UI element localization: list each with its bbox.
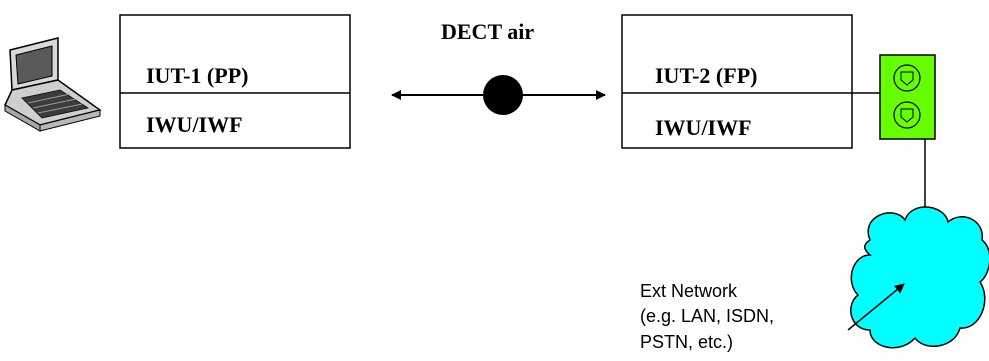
network-label: Ext Network (e.g. LAN, ISDN, PSTN, etc.) bbox=[640, 281, 774, 352]
iut1-box: IUT-1 (PP) IWU/IWF bbox=[119, 14, 351, 149]
network-label-line-2: (e.g. LAN, ISDN, bbox=[640, 306, 774, 326]
air-node-dot bbox=[483, 75, 523, 115]
network-label-line-3: PSTN, etc.) bbox=[640, 332, 733, 352]
iut2-box: IUT-2 (FP) IWU/IWF bbox=[621, 14, 853, 149]
air-link bbox=[391, 75, 606, 115]
network-label-line-1: Ext Network bbox=[640, 281, 738, 301]
dect-air-label: DECT air bbox=[441, 19, 534, 44]
network-cloud-icon bbox=[850, 206, 989, 349]
iut1-title: IUT-1 (PP) bbox=[146, 63, 248, 88]
network-pointer bbox=[847, 283, 905, 331]
iut2-sub: IWU/IWF bbox=[655, 115, 752, 140]
iut1-sub: IWU/IWF bbox=[146, 112, 243, 137]
laptop-icon bbox=[4, 37, 102, 132]
wall-outlet-icon bbox=[879, 54, 936, 140]
iut2-title: IUT-2 (FP) bbox=[655, 63, 757, 88]
